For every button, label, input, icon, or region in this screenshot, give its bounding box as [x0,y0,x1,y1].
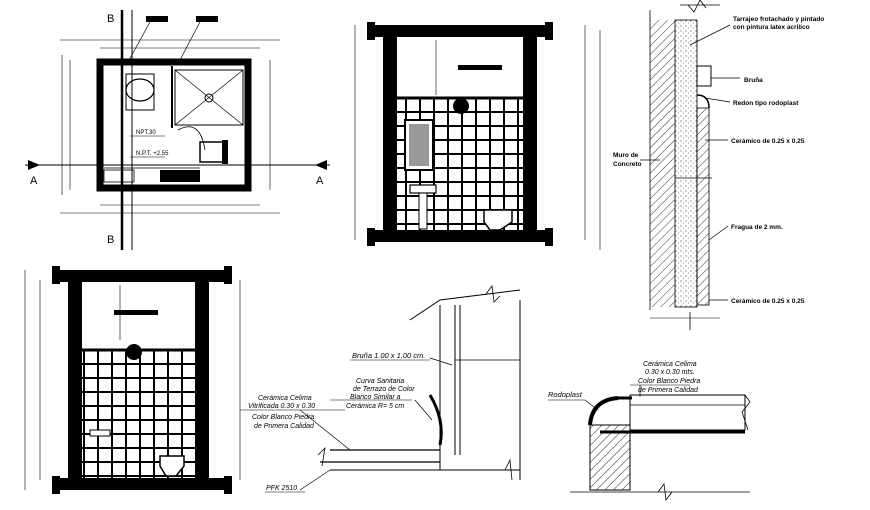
elevation-bottom [24,266,241,494]
rodoplast-detail: Rodoplast Cerámica Celima 0.30 x 0.30 mt… [548,361,751,502]
wall-section-detail: Tarrajeo frotachado y pintado con pintur… [613,0,824,330]
tarrajeo-label: Tarrajeo frotachado y pintado [733,16,824,23]
sanitary-curve-detail: Bruña 1.00 x 1.00 cm. Curva Sanitaria de… [240,284,521,493]
bruna-label: Bruña [744,77,763,84]
section-a-right-label: A [316,175,324,187]
curva-label-3: Blanco Similar a [350,394,401,401]
floor-bruna-label: Bruña 1.00 x 1.00 cm. [352,351,425,360]
ceramico-bottom-label: Cerámico de 0.25 x 0.25 [731,298,805,305]
muro-label-1: Muro de [613,152,639,159]
curva-label-4: Cerámica R= 5 cm [346,403,404,410]
rodo-ceramica-label-3: Color Blanco Piedra [638,378,700,385]
floor-ceramica-label-1: Cerámica Celima [258,395,312,402]
floor-ceramica-label-3: Color Blanco Piedra [252,414,314,421]
floor-plan: A A B B NPT.30 N.P.T. +2.55 [25,10,330,250]
elevation-top [354,22,601,250]
muro-label-2: Concreto [613,161,642,168]
pfk-label: PFK 2510 [266,485,297,492]
rodo-ceramica-label-1: Cerámica Celima [643,361,697,368]
floor-ceramica-label-4: de Primera Calidad [254,423,315,430]
rodoplast-label: Rodoplast [548,390,583,399]
section-b-bottom-label: B [107,234,114,246]
curva-label-2: de Terrazo de Color [353,386,415,393]
rodo-ceramica-label-4: de Primera Calidad [638,387,699,394]
section-b-top-label: B [107,13,114,25]
room-label: NPT.30 [136,130,156,136]
fragua-label: Fragua de 2 mm. [731,224,783,231]
level-label: N.P.T. +2.55 [136,151,169,157]
pintura-label: con pintura latex acrilico [733,24,810,31]
curva-label-1: Curva Sanitaria [356,378,404,385]
section-a-left-label: A [30,175,38,187]
ceramico-top-label: Cerámico de 0.25 x 0.25 [731,138,805,145]
floor-ceramica-label-2: Vitrificada 0.30 x 0.30 [248,403,315,410]
rodo-ceramica-label-2: 0.30 x 0.30 mts. [645,369,695,376]
redon-label: Redon tipo rodoplast [733,100,799,107]
